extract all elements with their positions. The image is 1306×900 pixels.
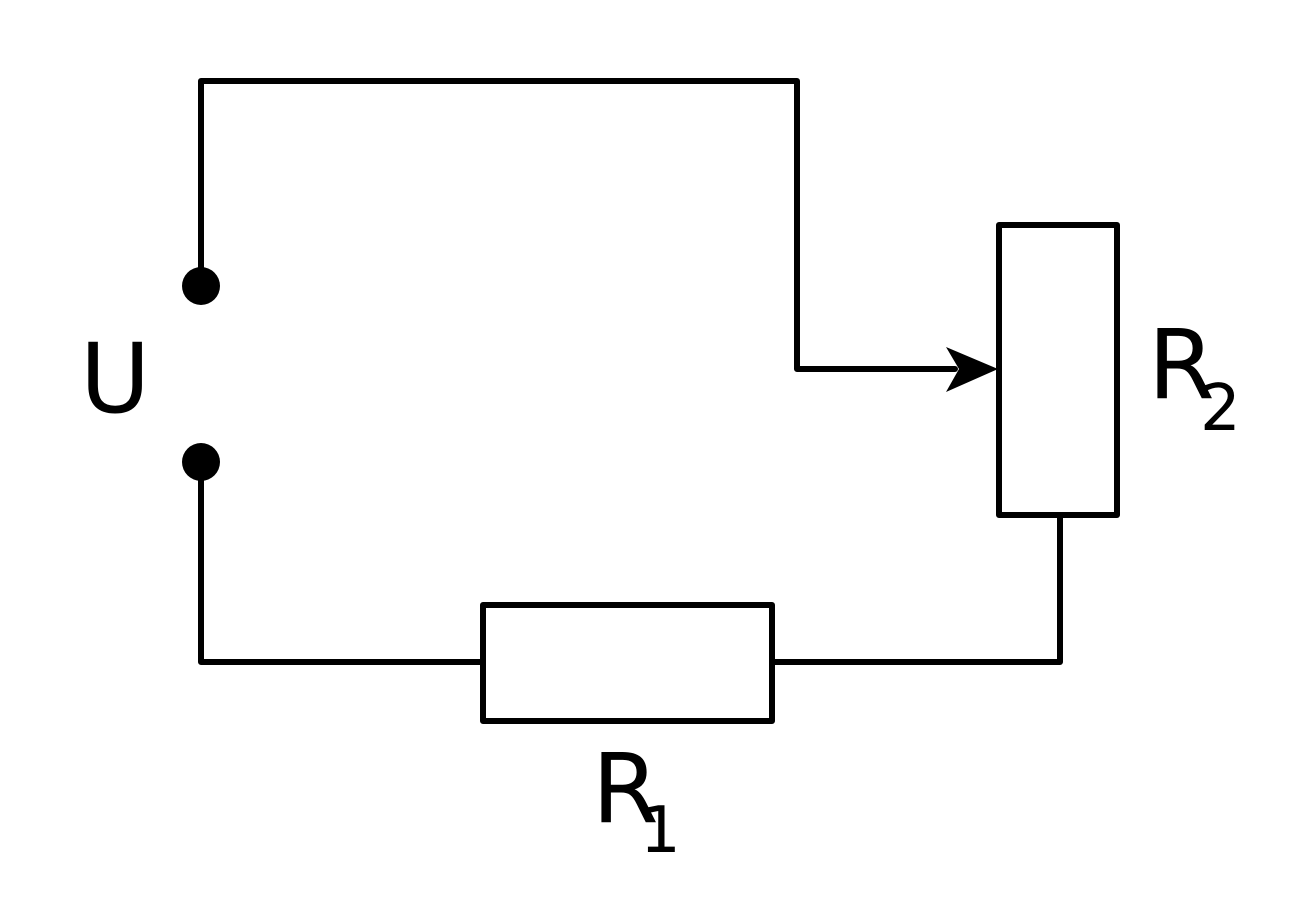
resistor-r1-label-main: R xyxy=(592,733,659,845)
resistor-r2-label-subscript: 2 xyxy=(1200,372,1241,446)
resistor-r1-label-subscript: 1 xyxy=(640,794,681,868)
wiper-arrow-icon xyxy=(946,347,998,392)
upper-terminal xyxy=(182,267,220,305)
resistor-r1 xyxy=(480,602,775,724)
bottom-wire xyxy=(198,459,486,665)
resistor-r2-label: R 2 xyxy=(1148,309,1241,446)
voltage-label: U xyxy=(80,323,150,435)
right-wire xyxy=(769,512,1063,665)
resistor-r2-label-main: R xyxy=(1148,309,1215,421)
resistor-r2 xyxy=(996,222,1120,518)
lower-terminal xyxy=(182,443,220,481)
resistor-r1-label: R 1 xyxy=(592,733,681,868)
top-wire xyxy=(198,78,958,372)
